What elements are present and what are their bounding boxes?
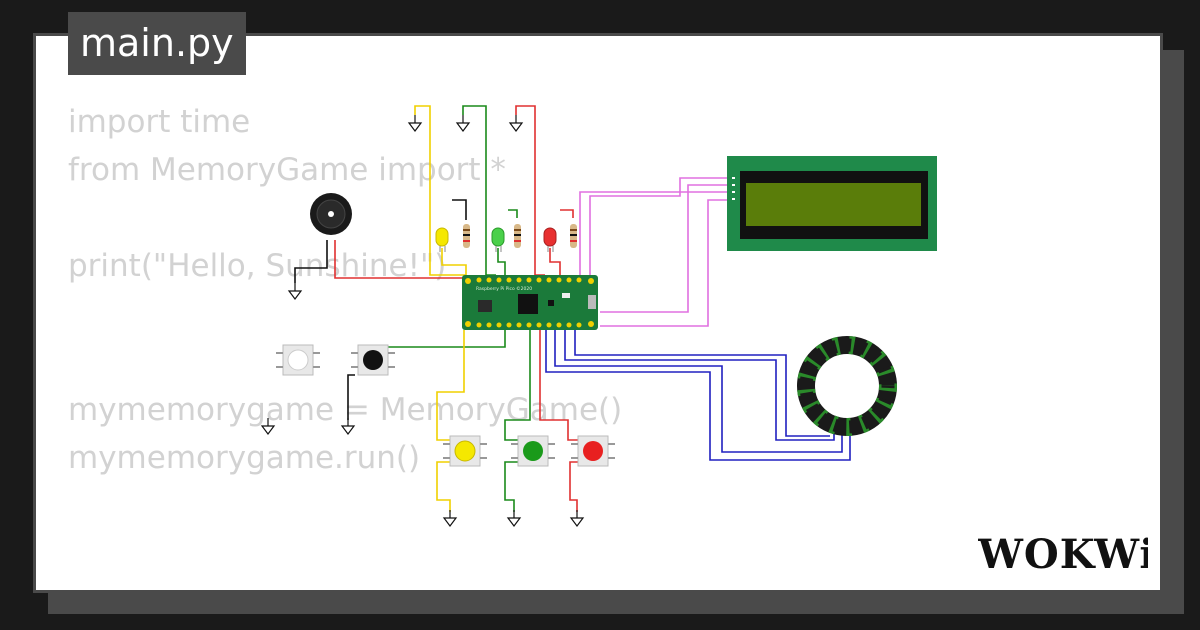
ground-icon — [341, 417, 355, 435]
ground-icon — [509, 114, 523, 132]
wire-lcd-1 — [579, 191, 727, 275]
wire-ring-4 — [574, 330, 830, 437]
logo-text: WOKWi — [978, 531, 1148, 578]
ground-icon — [443, 509, 457, 527]
resistor-icon[interactable] — [570, 224, 577, 248]
wires — [294, 105, 851, 512]
code-line: import time — [68, 104, 251, 140]
resistor-icon[interactable] — [514, 224, 521, 248]
pico-label: Raspberry Pi Pico ©2020 — [476, 285, 532, 292]
button-black[interactable] — [351, 344, 395, 376]
wire-res-green — [508, 209, 518, 218]
wokwi-logo: WOKWi — [978, 531, 1148, 578]
wire-buzzer-red — [334, 240, 466, 279]
ground-icon — [507, 509, 521, 527]
wire-btn-yellow-gnd — [436, 461, 451, 512]
wire-ring-1 — [545, 330, 851, 461]
wire-ring-2 — [554, 330, 843, 453]
ground-icon — [456, 114, 470, 132]
lcd-display[interactable] — [727, 156, 937, 251]
code-line: mymemorygame = MemoryGame() — [68, 392, 623, 428]
wire-led-green — [497, 248, 506, 275]
ground-icon — [570, 509, 584, 527]
led-yellow-icon[interactable] — [435, 227, 449, 252]
code-line: mymemorygame.run() — [68, 440, 421, 476]
buzzer-icon[interactable] — [310, 193, 352, 235]
wire-green-top — [462, 105, 496, 276]
resistor-icon[interactable] — [463, 224, 470, 248]
wire-btn-black-gnd — [347, 374, 355, 420]
file-tab[interactable]: main.py — [68, 12, 246, 75]
wire-res-yellow — [452, 199, 467, 220]
wire-btn-green — [504, 330, 531, 441]
wire-lcd-4 — [600, 199, 727, 327]
wire-red-top — [515, 105, 545, 276]
button-white[interactable] — [276, 344, 320, 376]
led-red-icon[interactable] — [543, 227, 557, 252]
button-yellow[interactable] — [443, 435, 487, 467]
code-line: from MemoryGame import * — [68, 152, 506, 188]
ground-icon — [288, 282, 302, 300]
led-green-icon[interactable] — [491, 227, 505, 252]
wire-led-yellow — [441, 248, 467, 275]
code-preview: import time from MemoryGame import * pri… — [68, 98, 622, 482]
wire-btn-green-gnd — [504, 461, 518, 512]
button-green[interactable] — [511, 435, 555, 467]
ring-icon[interactable] — [797, 336, 897, 436]
wire-btn-red-gnd — [569, 461, 582, 512]
wire-lcd-3 — [600, 184, 727, 313]
wire-ring-3 — [564, 330, 835, 441]
ground-icon — [408, 114, 422, 132]
wire-buzzer-gnd — [294, 240, 328, 283]
wire-btn-black — [385, 330, 506, 352]
ground-icon — [261, 417, 275, 435]
wire-btn-red — [539, 330, 582, 441]
wire-yellow-top — [414, 105, 466, 276]
wire-res-red — [560, 209, 574, 218]
button-red[interactable] — [571, 435, 615, 467]
wire-lcd-2 — [589, 177, 727, 275]
pico-board[interactable]: Raspberry Pi Pico ©2020 — [462, 275, 598, 330]
wire-led-red — [549, 248, 561, 275]
wire-btn-yellow — [436, 330, 465, 441]
